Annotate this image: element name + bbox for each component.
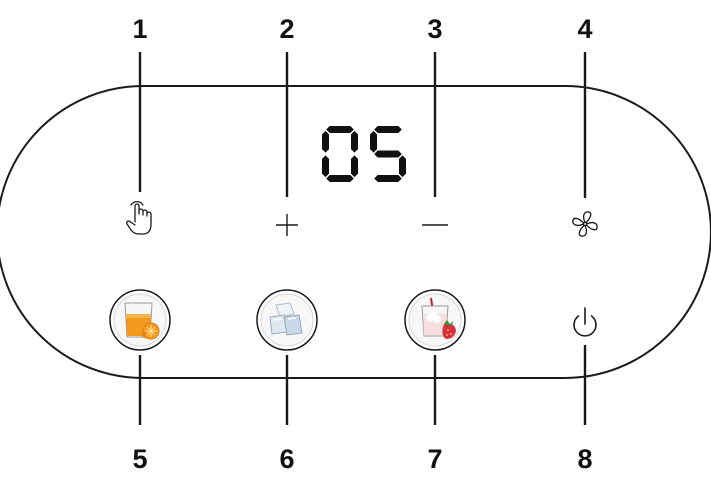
digit-segment xyxy=(351,155,358,177)
digit-segment xyxy=(374,151,402,158)
digit-segment xyxy=(326,175,354,182)
digit-segment xyxy=(374,175,402,182)
panel-outline xyxy=(0,86,711,378)
callout-number-5: 5 xyxy=(132,444,147,474)
digit-segment xyxy=(322,131,329,153)
digit-segment xyxy=(326,126,354,133)
callout-number-4: 4 xyxy=(577,14,592,44)
digit-segment xyxy=(351,131,358,153)
digit-segment xyxy=(399,155,406,177)
ice-button[interactable] xyxy=(257,290,317,350)
callout-number-6: 6 xyxy=(279,444,294,474)
callout-number-7: 7 xyxy=(427,444,442,474)
callout-number-1: 1 xyxy=(132,14,147,44)
callout-number-3: 3 xyxy=(427,14,442,44)
callout-number-8: 8 xyxy=(577,444,592,474)
callout-number-2: 2 xyxy=(279,14,294,44)
digit-segment xyxy=(322,155,329,177)
digit-segment xyxy=(370,131,377,153)
juice-button[interactable] xyxy=(110,290,170,350)
digit-segment xyxy=(374,126,402,133)
smoothie-button[interactable] xyxy=(405,290,465,350)
